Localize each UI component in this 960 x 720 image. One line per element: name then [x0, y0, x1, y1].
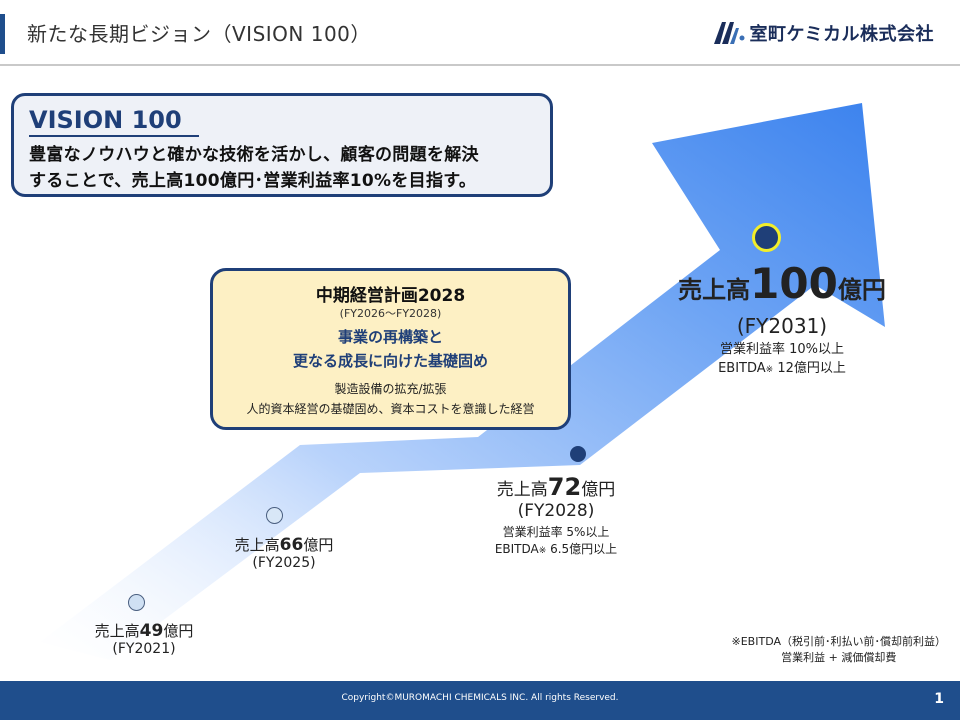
page-title: 新たな長期ビジョン（VISION 100） — [27, 22, 371, 46]
milestone-fy: (FY2025) — [252, 555, 316, 571]
milestone-ebitda: EBITDA※ 6.5億円以上 — [494, 542, 618, 556]
vision-statement-line1: 豊富なノウハウと確かな技術を活かし、顧客の問題を解決 — [29, 145, 479, 165]
plan-detail-line1: 製造設備の拡充/拡張 — [334, 382, 447, 396]
milestone-fy: (FY2031) — [736, 314, 828, 338]
growth-arrow-shape — [40, 103, 885, 660]
milestone-dot-fy2025 — [266, 507, 283, 524]
copyright-text: Copyright©MUROMACHI CHEMICALS INC. All r… — [341, 693, 619, 703]
vision-heading-underline — [29, 135, 199, 137]
plan-title: 中期経営計画2028 — [315, 286, 466, 306]
milestone-ebitda: EBITDA※ 12億円以上 — [718, 361, 846, 376]
milestone-fy2025: 売上高66億円 (FY2025) — [204, 534, 364, 571]
milestone-fy: (FY2021) — [112, 641, 176, 657]
vision-heading: VISION 100 — [29, 106, 182, 134]
plan-theme-line1: 事業の再構築と — [337, 328, 443, 346]
page-number: 1 — [934, 691, 944, 707]
milestone-dot-fy2031 — [752, 223, 781, 252]
ebitda-footnote-line1: ※EBITDA（税引前･利払い前･償却前利益） — [731, 635, 946, 648]
milestone-dot-fy2021 — [128, 594, 145, 611]
company-logo: 室町ケミカル株式会社 — [712, 19, 934, 47]
milestone-sales: 売上高72億円 — [496, 473, 616, 501]
milestone-sales: 売上高49億円 — [94, 621, 194, 641]
vision-box: VISION 100 豊富なノウハウと確かな技術を活かし、顧客の問題を解決 する… — [11, 93, 553, 197]
midterm-plan-box: 中期経営計画2028 (FY2026～FY2028) 事業の再構築と 更なる成長… — [210, 268, 571, 430]
plan-period: (FY2026～FY2028) — [339, 307, 442, 320]
company-logo-icon — [713, 22, 745, 44]
milestone-margin: 営業利益率 5%以上 — [502, 525, 610, 539]
milestone-dot-fy2028 — [570, 446, 586, 462]
footer-bar: Copyright©MUROMACHI CHEMICALS INC. All r… — [0, 681, 960, 720]
milestone-fy2028: 売上高72億円 (FY2028) 営業利益率 5%以上 EBITDA※ 6.5億… — [456, 473, 656, 557]
ebitda-footnote: ※EBITDA（税引前･利払い前･償却前利益） 営業利益 + 減価償却費 — [732, 633, 946, 665]
plan-theme-line2: 更なる成長に向けた基礎固め — [292, 352, 488, 370]
milestone-fy: (FY2028) — [517, 501, 595, 521]
milestone-fy2021: 売上高49億円 (FY2021) — [64, 620, 224, 657]
plan-detail-line2: 人的資本経営の基礎固め、資本コストを意識した経営 — [246, 402, 535, 416]
milestone-sales: 売上高100億円 — [678, 259, 886, 308]
header-accent-bar — [0, 14, 5, 54]
milestone-margin: 営業利益率 10%以上 — [719, 342, 845, 357]
company-name: 室町ケミカル株式会社 — [749, 24, 934, 45]
header-divider — [0, 64, 960, 66]
milestone-sales: 売上高66億円 — [234, 535, 334, 555]
vision-statement-line2: することで、売上高100億円･営業利益率10%を目指す。 — [29, 171, 477, 191]
ebitda-footnote-line2: 営業利益 + 減価償却費 — [781, 651, 897, 664]
milestone-fy2031: 売上高100億円 (FY2031) 営業利益率 10%以上 EBITDA※ 12… — [657, 258, 907, 376]
